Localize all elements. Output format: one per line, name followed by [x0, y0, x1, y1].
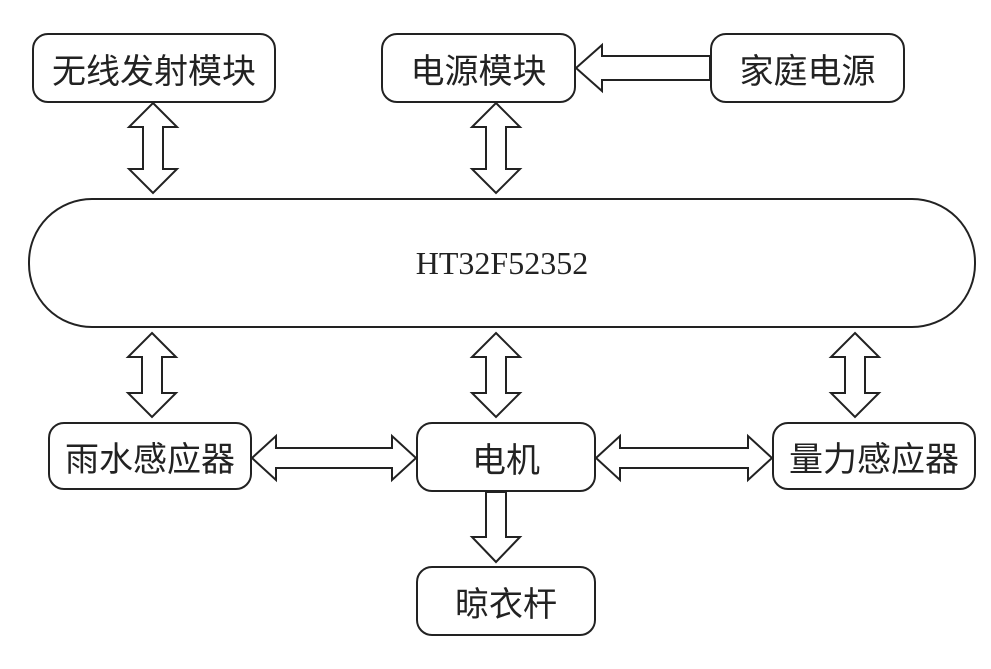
arrow-wireless-mcu — [126, 101, 180, 195]
motor-box: 电机 — [416, 422, 596, 492]
mcu-box: HT32F52352 — [28, 198, 976, 328]
home-power-box: 家庭电源 — [710, 33, 905, 103]
weight-sensor-box: 量力感应器 — [772, 422, 976, 490]
arrow-motor-to-drying-rack — [469, 491, 523, 564]
arrow-motor-weight-sensor — [594, 433, 774, 483]
arrow-mcu-weight-sensor — [828, 331, 882, 419]
arrow-power-module-mcu — [469, 101, 523, 195]
arrow-mcu-motor — [469, 331, 523, 419]
arrow-mcu-rain-sensor — [125, 331, 179, 419]
wireless-module-box: 无线发射模块 — [32, 33, 276, 103]
drying-rack-box: 晾衣杆 — [416, 566, 596, 636]
power-module-box: 电源模块 — [381, 33, 576, 103]
arrow-home-power-to-power-module — [574, 42, 711, 94]
rain-sensor-box: 雨水感应器 — [48, 422, 252, 490]
arrow-rain-sensor-motor — [250, 433, 418, 483]
